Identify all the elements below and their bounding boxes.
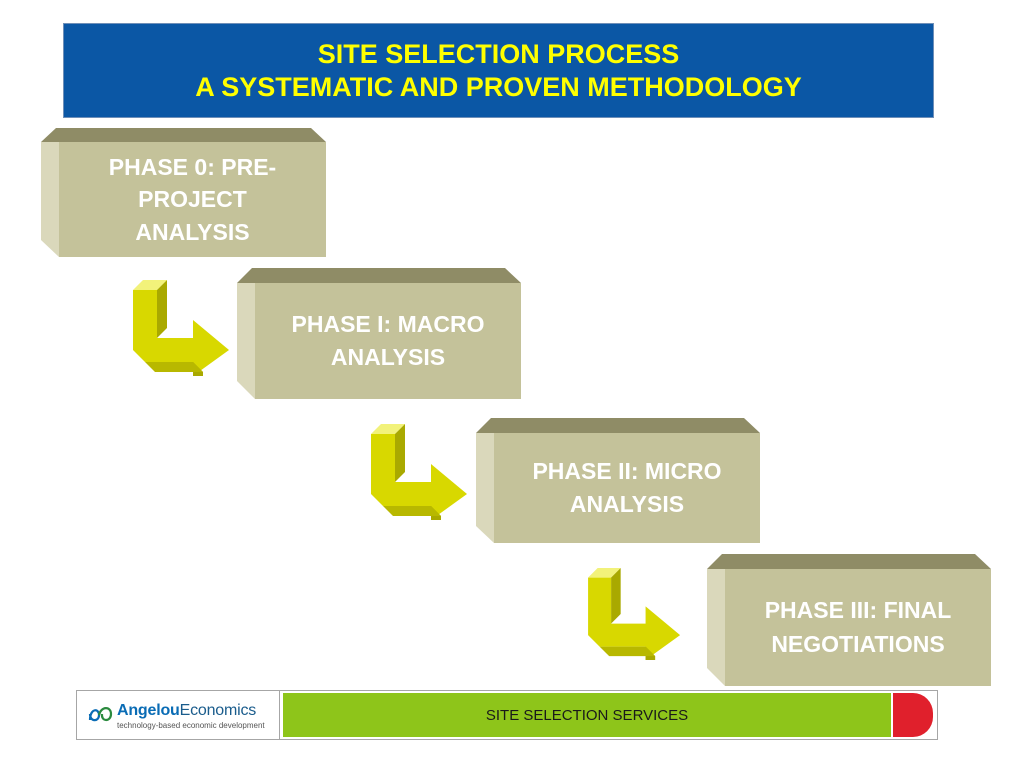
phase-1-box: PHASE I: MACRO ANALYSIS — [237, 268, 522, 400]
arrow-icon — [588, 568, 681, 660]
phase-2-bevel — [476, 418, 760, 543]
phase-3-label: PHASE III: FINAL NEGOTIATIONS — [725, 569, 991, 686]
phase-2-label: PHASE II: MICRO ANALYSIS — [494, 433, 760, 543]
phase-1-line-1: PHASE I: MACRO — [291, 310, 485, 337]
logo-tagline: technology-based economic development — [117, 721, 265, 730]
phase-1-label: PHASE I: MACRO ANALYSIS — [255, 283, 521, 399]
footer-red-tab — [893, 693, 933, 737]
phase-3-bevel — [707, 554, 991, 686]
phase-0-box: PHASE 0: PRE- PROJECT ANALYSIS — [41, 128, 327, 258]
phase-2-line-1: PHASE II: MICRO — [532, 457, 722, 484]
phase-0-line-2: PROJECT — [138, 186, 247, 213]
logo-name: AngelouEconomics — [117, 702, 256, 720]
logo-mark-icon — [88, 707, 113, 722]
phase-1-line-2: ANALYSIS — [330, 344, 446, 370]
footer-divider — [279, 691, 280, 739]
phase-3-box: PHASE III: FINAL NEGOTIATIONS — [707, 554, 992, 687]
phase-2-box: PHASE II: MICRO ANALYSIS — [476, 418, 761, 544]
arrow-icon — [371, 424, 467, 520]
phase-2-line-2: ANALYSIS — [569, 491, 685, 517]
title-line-2: A SYSTEMATIC AND PROVEN METHODOLOGY — [195, 71, 802, 102]
title-line-1: SITE SELECTION PROCESS — [317, 38, 680, 69]
title-banner: SITE SELECTION PROCESS A SYSTEMATIC AND … — [63, 23, 934, 118]
logo-name-bold: Angelou — [117, 702, 180, 719]
footer-service-label: SITE SELECTION SERVICES — [485, 706, 689, 724]
phase-3-line-1: PHASE III: FINAL — [764, 597, 952, 624]
phase-0-label: PHASE 0: PRE- PROJECT ANALYSIS — [59, 142, 326, 257]
logo: AngelouEconomics technology-based econom… — [77, 691, 282, 739]
phase-0-line-1: PHASE 0: PRE- — [108, 154, 277, 181]
phase-0-bevel — [41, 128, 326, 257]
phase-1-bevel — [237, 268, 521, 399]
phase-3-line-2: NEGOTIATIONS — [771, 630, 945, 657]
logo-name-rest: Economics — [179, 702, 257, 719]
footer-service-bar: SITE SELECTION SERVICES — [283, 693, 891, 737]
arrow-icon — [133, 280, 229, 376]
footer: AngelouEconomics technology-based econom… — [76, 690, 938, 740]
phase-0-line-3: ANALYSIS — [135, 218, 250, 245]
